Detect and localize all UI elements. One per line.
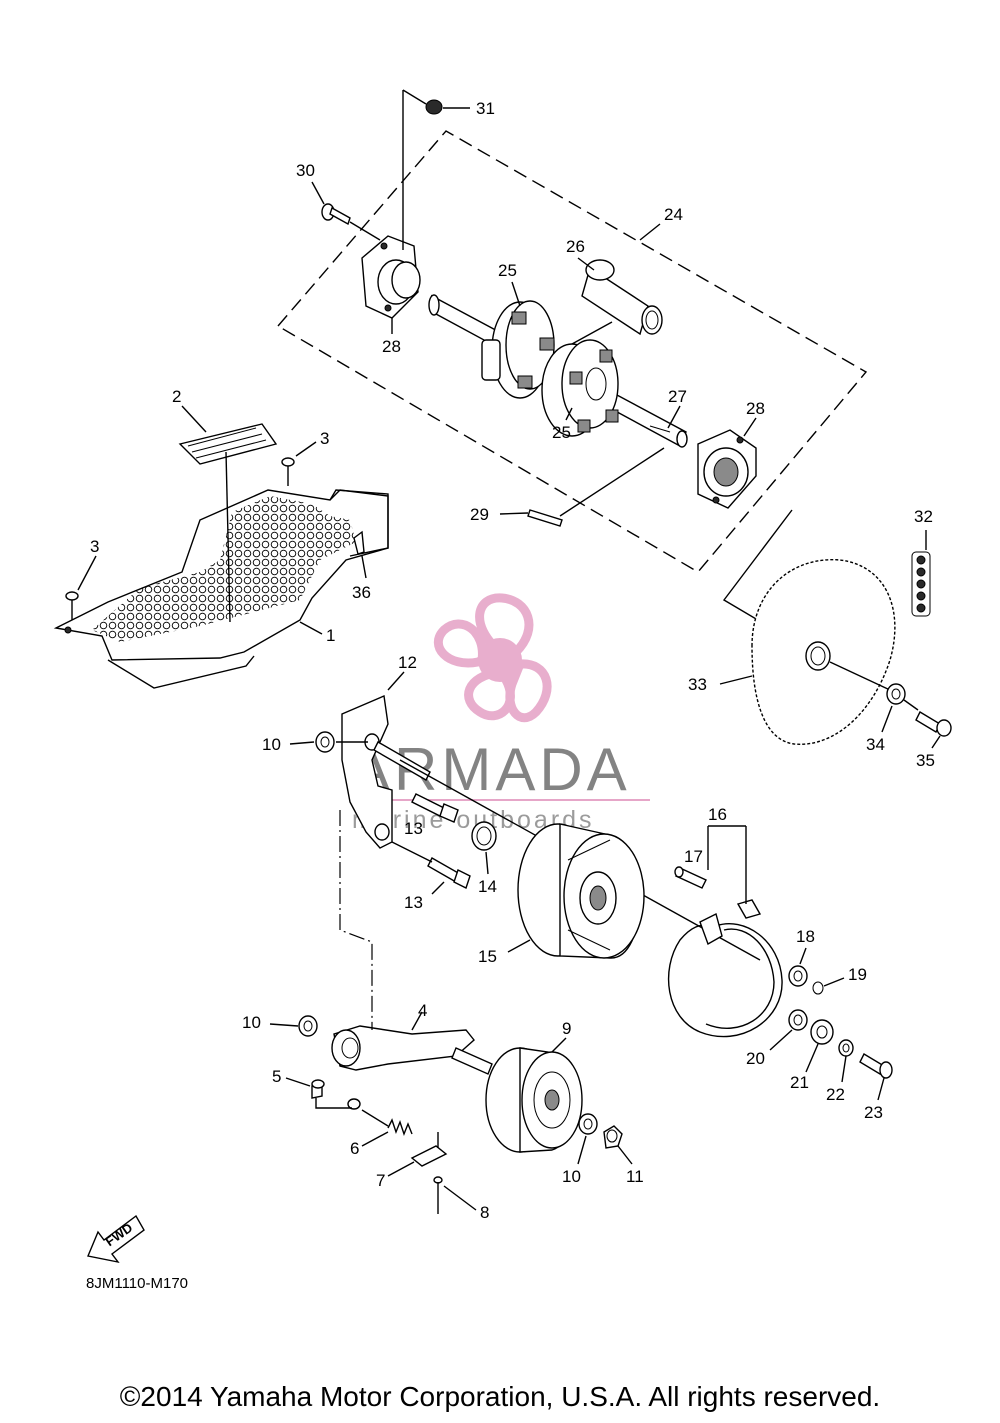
part-label: 24 [664,205,683,224]
plate-7 [410,1132,448,1167]
copyright-notice: ©2014 Yamaha Motor Corporation, U.S.A. A… [120,1381,880,1412]
bearing-housing-right [697,429,757,509]
part-label: 13 [404,893,423,912]
part-label: 33 [688,675,707,694]
bolt-35 [903,699,952,737]
bearing-housing-left [361,235,421,319]
propeller-logo [434,593,552,723]
part-label: 16 [708,805,727,824]
rivet-8 [433,1176,443,1214]
coupling-lower [541,339,619,437]
part-label: 10 [262,735,281,754]
assembly-24-outline [276,130,868,573]
tensioner-arm-4 [331,810,493,1075]
chain-32 [911,530,931,617]
screw-3-top [281,441,317,486]
coupling-upper [481,300,555,399]
part-label: 35 [916,751,935,770]
part-label: 31 [476,99,495,118]
nut-11 [603,1125,623,1149]
part-label: 13 [404,819,423,838]
part-label: 4 [418,1001,427,1020]
part-label: 20 [746,1049,765,1068]
pin-17 [674,866,707,889]
watermark-brand: ARMADA [350,736,631,803]
part-label: 3 [320,429,329,448]
bolt-30 [321,203,381,241]
bolt-23 [859,1053,893,1079]
clutch-drum-15 [517,823,645,959]
sprocket-33 [751,559,896,745]
part-label: 22 [826,1085,845,1104]
armada-watermark: ARMADA marine outboards [350,593,650,834]
part-label: 10 [242,1013,261,1032]
guard-plate-1 [53,489,389,689]
part-label: 23 [864,1103,883,1122]
part-label: 27 [668,387,687,406]
part-label: 25 [552,423,571,442]
part-label: 15 [478,947,497,966]
clip-19 [812,977,845,995]
washer-18 [788,965,808,987]
part-label: 21 [790,1073,809,1092]
washer-20 [788,1009,808,1031]
part-label: 29 [470,505,489,524]
shaft-assembly [276,89,868,627]
part-label: 25 [498,261,517,280]
part-label: 8 [480,1203,489,1222]
washer-10-top [315,731,335,753]
part-label: 32 [914,507,933,526]
callout-labels: 1 2 3 3 4 5 6 7 8 9 10 10 10 11 12 13 13… [90,99,941,1222]
idler-pulley-9 [485,1047,583,1153]
sleeve-26 [571,259,663,345]
brake-band-16 [667,825,783,1038]
washer-10-mid [298,1015,318,1037]
part-label: 6 [350,1139,359,1158]
part-label: 28 [382,337,401,356]
label-2 [178,423,278,623]
part-label: 34 [866,735,885,754]
fwd-arrow-icon: FWD [87,1214,145,1264]
part-label: 9 [562,1019,571,1038]
part-label: 28 [746,399,765,418]
part-label: 10 [562,1167,581,1186]
part-label: 11 [626,1167,644,1186]
part-label: 3 [90,537,99,556]
diagram-code: 8JM1110-M170 [86,1275,188,1292]
part-label: 7 [376,1171,385,1190]
part-label: 26 [566,237,585,256]
part-label: 2 [172,387,181,406]
part-label: 1 [326,626,335,645]
washer-10-low [578,1113,598,1135]
part-label: 30 [296,161,315,180]
screw-3-left [65,555,97,620]
washer-34 [886,683,906,705]
clip-36 [353,530,367,579]
spring-6 [361,1109,413,1137]
part-label: 19 [848,965,867,984]
part-label: 36 [352,583,371,602]
part-label: 5 [272,1067,281,1086]
key-29 [499,447,665,527]
part-label: 17 [684,847,703,866]
washer-22 [838,1039,854,1057]
part-label: 14 [478,877,497,896]
part-label: 18 [796,927,815,946]
part-label: 12 [398,653,417,672]
cap-31 [402,89,470,250]
nut-5 [311,1079,361,1110]
washer-21 [810,1019,834,1045]
